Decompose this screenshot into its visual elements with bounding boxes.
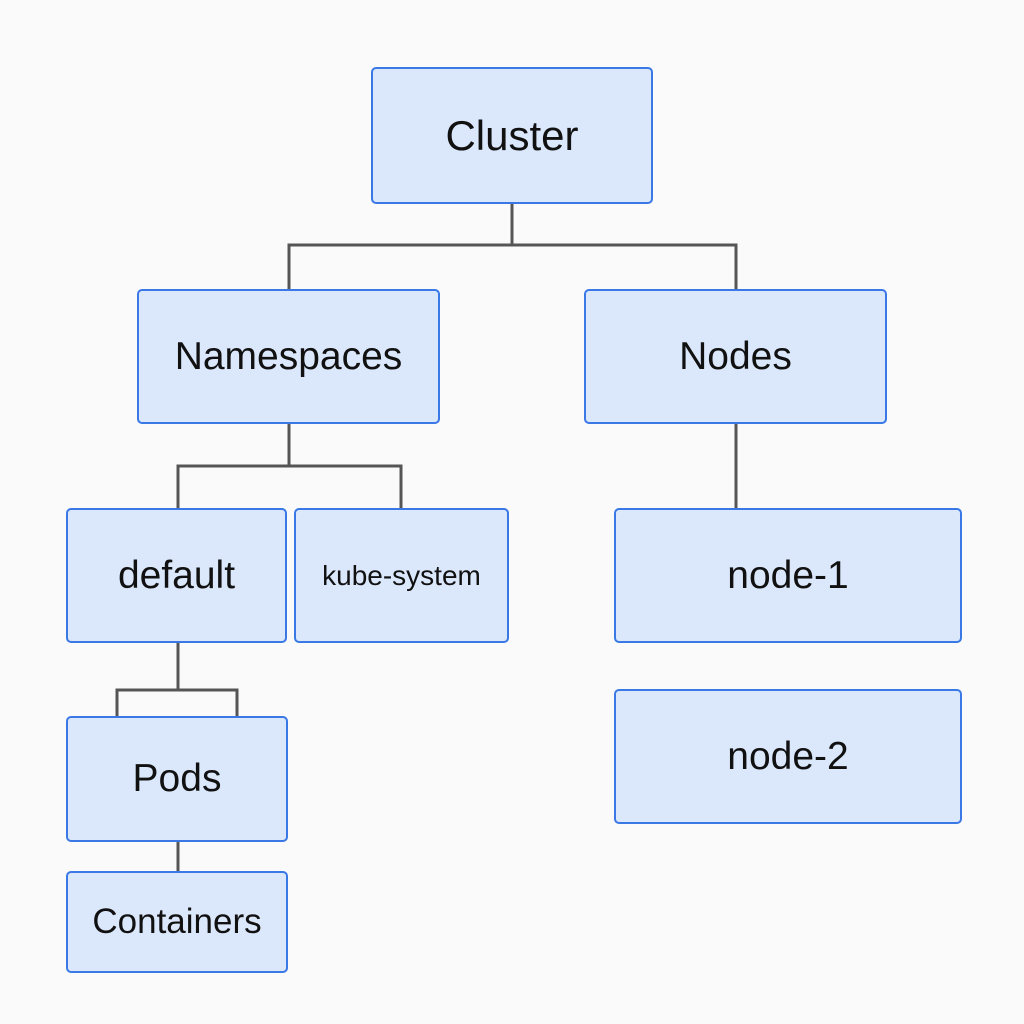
node-label: default — [117, 553, 236, 597]
node-default: default — [66, 508, 287, 643]
node-cluster: Cluster — [371, 67, 653, 204]
node-label: Pods — [132, 757, 222, 800]
connector-cluster-children — [287, 243, 738, 289]
node-pods: Pods — [66, 716, 288, 842]
node-node-1: node-1 — [614, 508, 962, 643]
node-namespaces: Namespaces — [137, 289, 440, 424]
node-nodes: Nodes — [584, 289, 887, 424]
connector-namespaces-children — [176, 464, 403, 508]
node-label: node-1 — [727, 553, 849, 597]
node-label: node-2 — [727, 734, 849, 778]
connector-default-children — [115, 688, 239, 716]
node-containers: Containers — [66, 871, 288, 973]
node-label: Nodes — [679, 334, 792, 378]
node-label: Containers — [92, 902, 262, 941]
node-kube-system: kube-system — [294, 508, 509, 643]
node-node-2: node-2 — [614, 689, 962, 824]
node-label: Cluster — [445, 111, 579, 159]
node-label: Namespaces — [174, 334, 403, 378]
node-label: kube-system — [322, 559, 481, 591]
